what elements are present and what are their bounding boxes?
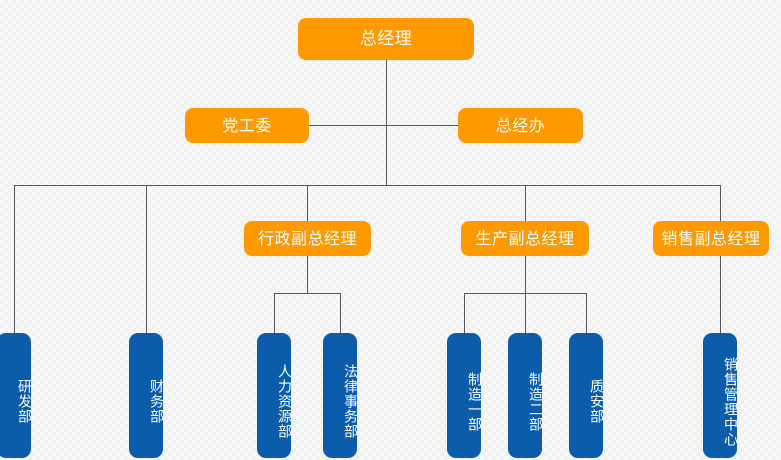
- node-manufacturing-2[interactable]: 制造二部: [508, 333, 543, 458]
- connector-vp-admin-bar: [274, 293, 341, 294]
- connector-drop-quality-safety: [586, 293, 587, 333]
- connector-gm-office: [386, 125, 459, 126]
- node-manufacturing-1[interactable]: 制造一部: [447, 333, 482, 458]
- connector-drop-vp-production: [525, 185, 526, 221]
- connector-drop-hr: [274, 293, 275, 333]
- connector-gm-trunk: [386, 60, 387, 186]
- node-vp-sales[interactable]: 销售副总经理: [653, 221, 769, 256]
- connector-drop-sales-center: [720, 256, 721, 333]
- node-gm-office[interactable]: 总经办: [458, 108, 583, 143]
- connector-drop-manufacturing-1: [464, 293, 465, 333]
- connector-vp-production-stem: [525, 256, 526, 294]
- connector-drop-vp-admin: [307, 185, 308, 221]
- connector-main-bar: [14, 185, 721, 186]
- connector-drop-legal: [340, 293, 341, 333]
- node-legal[interactable]: 法律事务部: [323, 333, 358, 458]
- connector-drop-manufacturing-2: [525, 293, 526, 333]
- node-finance[interactable]: 财务部: [129, 333, 164, 458]
- node-vp-production[interactable]: 生产副总经理: [461, 221, 589, 256]
- node-vp-admin[interactable]: 行政副总经理: [244, 221, 371, 256]
- node-gm[interactable]: 总经理: [298, 18, 474, 60]
- connector-drop-vp-sales: [720, 185, 721, 221]
- connector-drop-finance: [146, 185, 147, 333]
- node-quality-safety[interactable]: 质安部: [569, 333, 604, 458]
- connector-vp-admin-stem: [307, 256, 308, 294]
- connector-drop-rnd: [14, 185, 15, 333]
- connector-party-committee: [309, 125, 387, 126]
- node-hr[interactable]: 人力资源部: [257, 333, 292, 458]
- node-party-committee[interactable]: 党工委: [185, 108, 309, 143]
- node-rnd[interactable]: 研发部: [0, 333, 32, 458]
- node-sales-center[interactable]: 销售管理中心: [703, 333, 738, 458]
